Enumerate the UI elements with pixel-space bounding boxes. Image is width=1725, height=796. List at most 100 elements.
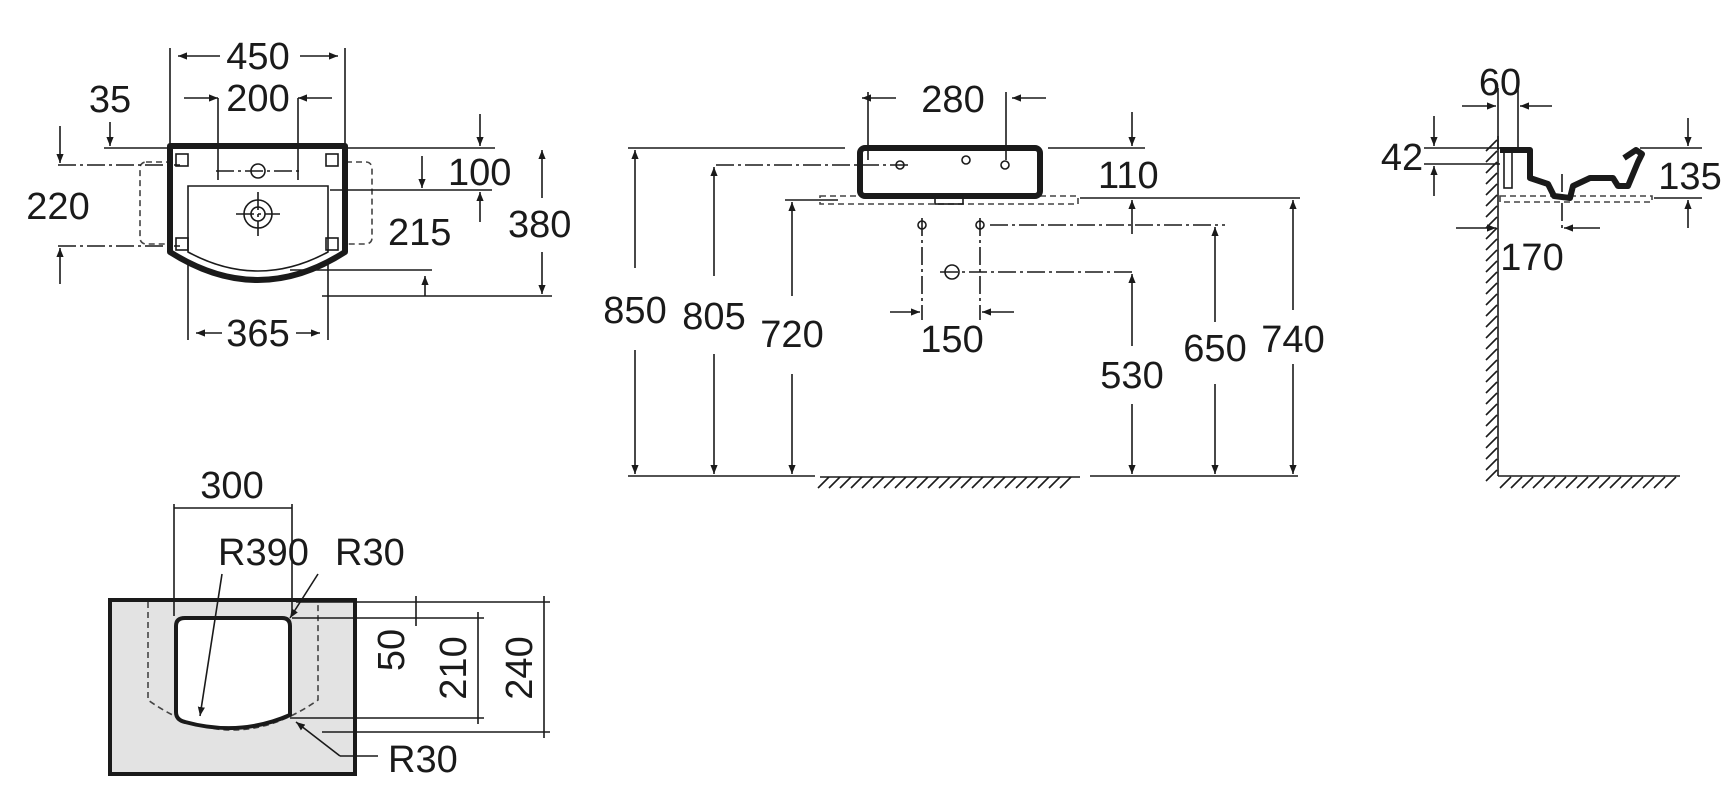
dim-width-365: 365 bbox=[226, 313, 289, 355]
hatch-line bbox=[883, 476, 896, 489]
dim-offset-35: 35 bbox=[89, 79, 131, 121]
hatch-line bbox=[1543, 476, 1556, 489]
dim-height-850: 850 bbox=[603, 290, 666, 332]
basin-top-outline bbox=[167, 143, 348, 283]
hatch-line bbox=[1485, 359, 1498, 372]
hatch-line bbox=[1485, 458, 1498, 471]
hatch-line bbox=[1485, 381, 1498, 394]
hatch-line bbox=[1485, 150, 1498, 163]
fixing-symbol bbox=[1000, 160, 1010, 170]
wall-hatch bbox=[1485, 139, 1498, 482]
hatch-line bbox=[1485, 403, 1498, 416]
dim-offset-60: 60 bbox=[1479, 62, 1521, 104]
dim-depth-50: 50 bbox=[371, 629, 413, 671]
dim-width-450: 450 bbox=[226, 36, 289, 78]
fixing-symbol bbox=[325, 237, 339, 251]
hatch-line bbox=[1026, 476, 1039, 489]
front-view: 280 110 850 805 720 150 530 650 bbox=[603, 79, 1325, 489]
hatch-line bbox=[1485, 370, 1498, 383]
dim-tap-spacing-200: 200 bbox=[226, 78, 289, 120]
dim-height-135: 135 bbox=[1658, 156, 1721, 198]
hatch-line bbox=[850, 476, 863, 489]
hatch-line bbox=[861, 476, 874, 489]
hatch-line bbox=[1485, 447, 1498, 460]
hatch-line bbox=[916, 476, 929, 489]
dim-height-805: 805 bbox=[682, 296, 745, 338]
hatch-line bbox=[1485, 337, 1498, 350]
dim-width-300: 300 bbox=[200, 465, 263, 507]
hatch-line bbox=[817, 476, 830, 489]
dim-width-280: 280 bbox=[921, 79, 984, 121]
hatch-line bbox=[1048, 476, 1061, 489]
hatch-line bbox=[1004, 476, 1017, 489]
hatch-line bbox=[1631, 476, 1644, 489]
hatch-line bbox=[1485, 414, 1498, 427]
tap-hole-symbol bbox=[961, 155, 971, 165]
dim-counter-740: 740 bbox=[1261, 319, 1324, 361]
cutout-opening bbox=[174, 616, 292, 731]
basin-bowl-outline bbox=[187, 185, 329, 272]
hatch-line bbox=[927, 476, 940, 489]
hatch-line bbox=[828, 476, 841, 489]
hatch-line bbox=[839, 476, 852, 489]
fixing-symbol bbox=[175, 237, 189, 251]
hatch-line bbox=[938, 476, 951, 489]
cutout-view: 300 R390 R30 R30 50 210 240 bbox=[108, 465, 550, 781]
counter-section bbox=[1499, 195, 1653, 203]
hatch-line bbox=[1642, 476, 1655, 489]
floor-hatch bbox=[817, 476, 1072, 489]
hatch-line bbox=[1485, 194, 1498, 207]
hatch-line bbox=[1576, 476, 1589, 489]
basin-side-profile bbox=[1500, 147, 1645, 201]
side-view: 60 42 135 170 bbox=[1381, 62, 1722, 489]
hatch-line bbox=[1485, 326, 1498, 339]
hatch-line bbox=[1485, 205, 1498, 218]
hatch-line bbox=[1485, 425, 1498, 438]
dim-waste-530: 530 bbox=[1100, 355, 1163, 397]
hatch-line bbox=[1510, 476, 1523, 489]
hatch-line bbox=[1554, 476, 1567, 489]
hatch-line bbox=[1620, 476, 1633, 489]
dim-depth-170: 170 bbox=[1500, 237, 1563, 279]
hatch-line bbox=[1587, 476, 1600, 489]
dim-depth-100: 100 bbox=[448, 152, 511, 194]
hatch-line bbox=[1485, 139, 1498, 152]
hatch-line bbox=[905, 476, 918, 489]
dim-supply-650: 650 bbox=[1183, 328, 1246, 370]
hatch-line bbox=[1609, 476, 1622, 489]
hatch-line bbox=[1532, 476, 1545, 489]
hatch-line bbox=[1485, 392, 1498, 405]
hatch-line bbox=[1499, 476, 1512, 489]
hatch-line bbox=[1015, 476, 1028, 489]
fixing-symbol bbox=[325, 153, 339, 167]
hatch-line bbox=[949, 476, 962, 489]
dim-bracket-220: 220 bbox=[26, 186, 89, 228]
hatch-line bbox=[993, 476, 1006, 489]
hatch-line bbox=[1521, 476, 1534, 489]
dim-height-720: 720 bbox=[760, 314, 823, 356]
dim-radius-30-top: R30 bbox=[335, 532, 405, 574]
floor-hatch bbox=[1499, 476, 1677, 489]
hatch-line bbox=[1037, 476, 1050, 489]
dim-spacing-150: 150 bbox=[920, 319, 983, 361]
fixing-symbol bbox=[175, 153, 189, 167]
hatch-line bbox=[872, 476, 885, 489]
hatch-line bbox=[1485, 249, 1498, 262]
hatch-line bbox=[1485, 293, 1498, 306]
hatch-line bbox=[1485, 183, 1498, 196]
hatch-line bbox=[1485, 271, 1498, 284]
hatch-line bbox=[971, 476, 984, 489]
dim-depth-240: 240 bbox=[499, 636, 541, 699]
dim-depth-210: 210 bbox=[433, 636, 475, 699]
hatch-line bbox=[1485, 436, 1498, 449]
basin-front-outline bbox=[857, 145, 1043, 199]
dim-radius-30-bottom: R30 bbox=[388, 739, 458, 781]
waste-outlet bbox=[934, 195, 964, 205]
hatch-line bbox=[1485, 172, 1498, 185]
hatch-line bbox=[1565, 476, 1578, 489]
hatch-line bbox=[1485, 469, 1498, 482]
hatch-line bbox=[1485, 315, 1498, 328]
wall-fixing bbox=[1503, 147, 1513, 189]
dim-height-110: 110 bbox=[1098, 155, 1159, 197]
